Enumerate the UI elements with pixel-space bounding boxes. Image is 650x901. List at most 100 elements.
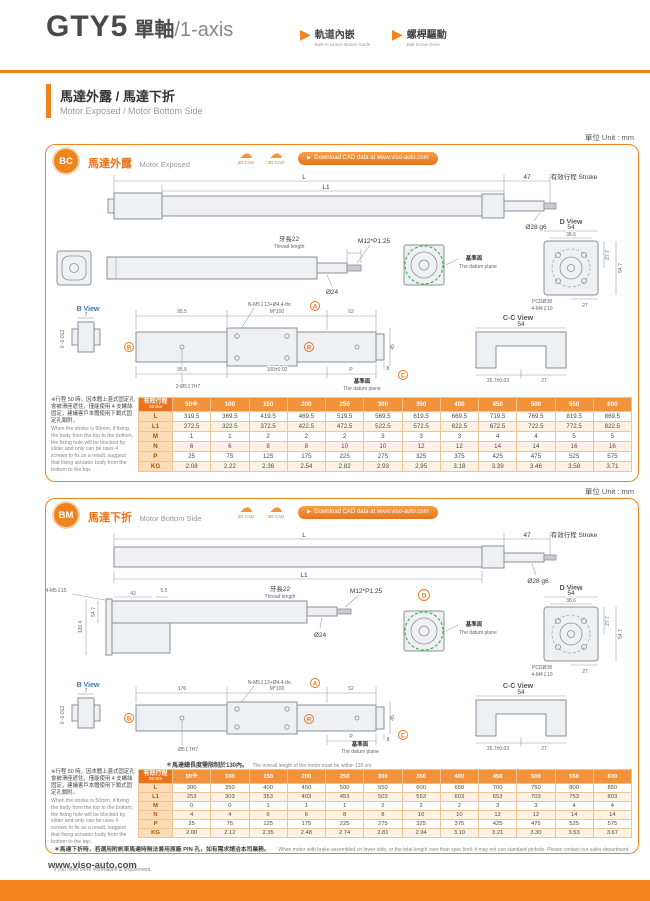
download-cad-button[interactable]: ▶Download CAD data at www.viso-auto.com — [298, 152, 438, 165]
spec-row-label: N — [138, 810, 173, 821]
marker-R: R — [307, 718, 312, 724]
motor-length-note: ＊馬達總長度需限制於130內。 The overall length of th… — [166, 753, 406, 773]
cloud-icon: ☁ — [269, 500, 283, 515]
dim-47: 47 — [523, 532, 531, 539]
cc-view-title: C-C View — [503, 315, 534, 322]
d-view-title: D View — [560, 585, 583, 592]
geometry — [71, 593, 360, 656]
dim-27: 27 — [582, 669, 588, 675]
cloud-icon: ☁ — [239, 500, 253, 515]
bc-side-view-drawing: L 47 有效行程 Stroke L1 Ø28 g6 — [107, 172, 598, 231]
stroke-col-header: 300 — [363, 396, 403, 413]
spec-cell: 272.5 — [171, 421, 212, 433]
cad-2d-icon[interactable]: ☁ 2D CAD — [232, 147, 260, 165]
cad-2d-icon[interactable]: ☁ 2D CAD — [232, 501, 260, 519]
spec-cell: 419.5 — [248, 411, 288, 423]
geometry — [475, 327, 567, 379]
dim-95-5-bottom: 95.5 — [177, 367, 187, 373]
dim-52: 52 — [348, 686, 354, 692]
dim-7: 7 — [85, 312, 88, 318]
cc-view-title: C-C View — [503, 683, 534, 690]
feature-linear-guide: ▶ 軌道內嵌 Built-in Linear Motion Guide — [300, 26, 370, 47]
spec-cell: 822.5 — [592, 421, 633, 433]
feature-en: Built-in Linear Motion Guide — [314, 42, 371, 47]
spec-cell: 2 — [286, 431, 327, 443]
spec-cell: 3.46 — [516, 461, 556, 473]
dim-26-7: 26.7±0.03 — [487, 378, 509, 384]
download-icon: ▶ — [307, 155, 312, 161]
dim-pitch: M*100 — [270, 686, 285, 692]
marker-A: A — [313, 682, 318, 688]
note-en: When the stroke is 50mm, if fixing the b… — [51, 798, 134, 845]
spec-cell: 3 — [516, 801, 556, 812]
spec-cell: 3 — [363, 431, 403, 443]
card-title: 馬達下折 Motor Bottom Side — [88, 508, 202, 526]
footnote-en: When motor with brake assembled on lower… — [54, 847, 629, 873]
spec-cell: 4 — [171, 810, 212, 821]
stroke-col-header: 350 — [401, 768, 441, 785]
footer-url[interactable]: www.viso-auto.com — [48, 860, 137, 871]
spec-cell: 275 — [363, 819, 403, 830]
spec-cell: 4 — [516, 431, 556, 443]
spec-cell: 603 — [439, 792, 480, 803]
geometry — [403, 230, 617, 300]
spec-cell: 2.93 — [363, 461, 403, 473]
geometry — [124, 301, 408, 383]
spec-cell: 750 — [516, 783, 556, 794]
spec-cell: 3 — [477, 801, 518, 812]
marker-R: R — [307, 346, 312, 352]
spec-cell: 3.58 — [554, 461, 594, 473]
spec-cell: 1 — [171, 431, 212, 443]
spec-cell: 175 — [286, 819, 327, 830]
download-cad-button[interactable]: ▶Download CAD data at www.viso-auto.com — [298, 506, 438, 519]
cad-3d-icon[interactable]: ☁ 3D CAD — [262, 147, 290, 165]
dim-47: 47 — [523, 174, 531, 181]
stroke-col-header: 150 — [248, 768, 288, 785]
dim-L: L — [302, 532, 306, 539]
stroke-col-header: 200 — [286, 396, 327, 413]
spec-cell: 3.67 — [592, 828, 633, 839]
spec-cell: 16 — [592, 441, 633, 453]
unit-label: 單位 Unit : mm — [584, 487, 634, 496]
geometry — [107, 175, 557, 222]
dim-52: 52 — [348, 309, 354, 315]
spec-cell: 10 — [363, 441, 403, 453]
stroke-col-header: 550 — [554, 768, 594, 785]
feature-en: Ball Screw Drive — [406, 42, 440, 47]
spec-cell: 8 — [286, 441, 327, 453]
thread-spec: M12*P1.25 — [350, 588, 383, 595]
spec-cell: 319.5 — [171, 411, 212, 423]
marker-C: C — [401, 374, 406, 380]
pcd-label: PCDØ38 — [532, 665, 552, 671]
spec-cell: 3.18 — [439, 461, 480, 473]
datum-en: The datum plane — [341, 749, 379, 755]
dim-27-7: 27.7 — [605, 616, 611, 626]
spec-row-label: KG — [138, 461, 173, 473]
spec-cell: 12 — [439, 441, 480, 453]
pcd-label: PCDØ38 — [532, 299, 552, 305]
spec-cell: 372.5 — [248, 421, 288, 433]
model-code-badge: BC — [54, 149, 78, 173]
spec-cell: 322.5 — [210, 421, 250, 433]
spec-cell: 350 — [210, 783, 250, 794]
spec-cell: 2.54 — [286, 461, 327, 473]
dim-176: 176 — [178, 686, 187, 692]
spec-cell: 3 — [401, 431, 441, 443]
spec-cell: 14 — [592, 810, 633, 821]
arrow-icon: ▶ — [300, 26, 311, 42]
spec-cell: 850 — [592, 783, 633, 794]
dim-pitch: M*100 — [270, 309, 285, 315]
dim-45: 45 — [390, 715, 396, 721]
spec-cell: 325 — [401, 451, 441, 463]
spec-cell: 772.5 — [554, 421, 594, 433]
dim-43: 43 — [130, 591, 136, 597]
motor-exposed-card: BC 馬達外露 Motor Exposed ☁ 2D CAD ☁ 3D CAD … — [45, 144, 639, 482]
spec-cell: 375 — [439, 451, 480, 463]
spec-cell: 2 — [439, 801, 480, 812]
spec-cell: 622.5 — [439, 421, 480, 433]
model-name: GTY5 — [46, 10, 129, 43]
stroke-col-header: 500 — [516, 768, 556, 785]
cad-3d-icon[interactable]: ☁ 3D CAD — [262, 501, 290, 519]
